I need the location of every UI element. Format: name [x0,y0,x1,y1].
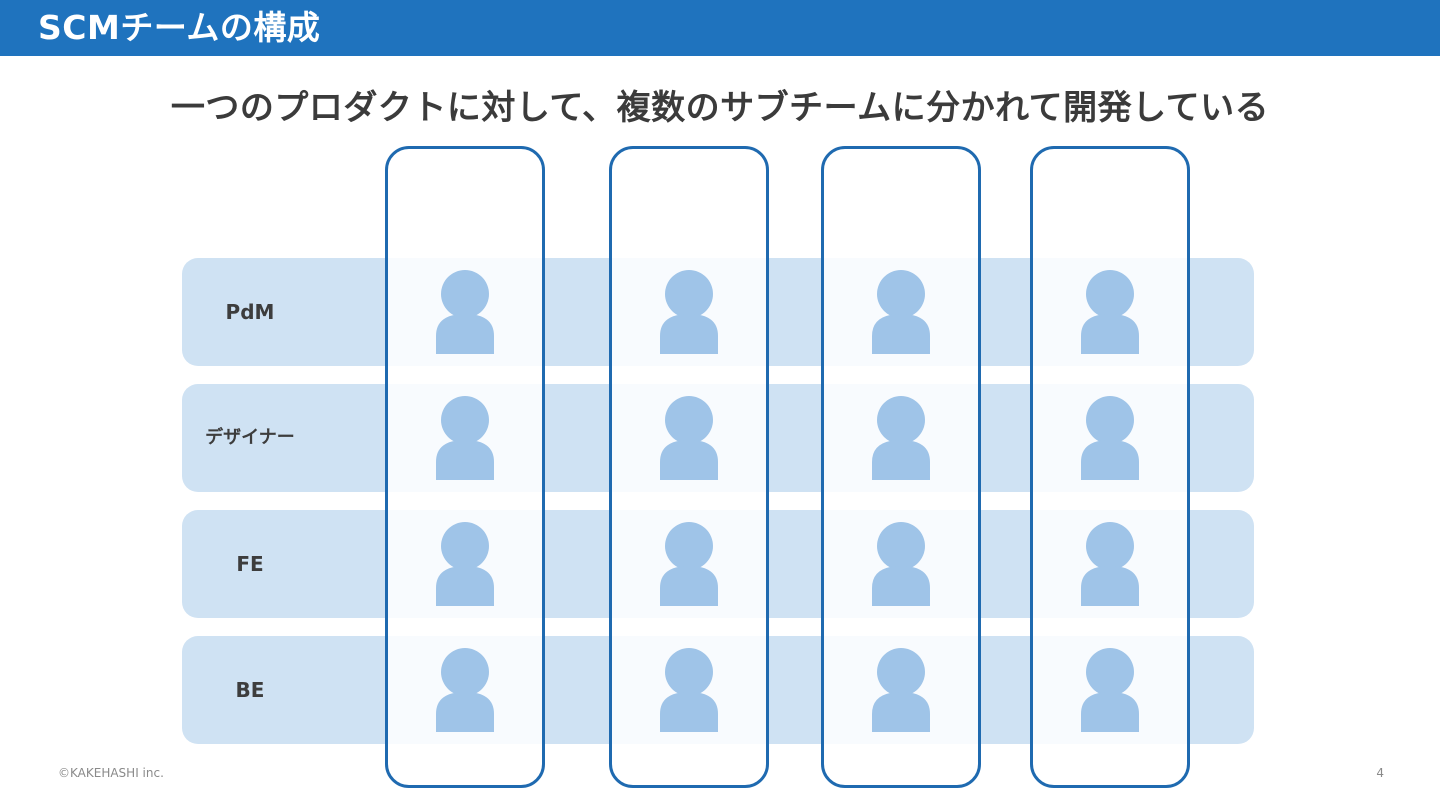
person-icon [660,396,718,480]
footer-copyright: ©KAKEHASHI inc. [58,766,164,780]
slide-title: SCMチームの構成 [38,8,321,47]
role-label: PdM [225,300,275,324]
person-icon [436,522,494,606]
sub-team-column [1030,146,1190,788]
person-icon [436,396,494,480]
person-icon [872,648,930,732]
person-icon [660,648,718,732]
person-icon [660,522,718,606]
role-label: BE [235,678,265,702]
person-icon [872,522,930,606]
person-icon [660,270,718,354]
sub-team-column [821,146,981,788]
person-icon [1081,396,1139,480]
person-icon [872,270,930,354]
person-icon [872,396,930,480]
person-icon [436,270,494,354]
role-label: FE [236,552,264,576]
person-icon [1081,648,1139,732]
sub-team-column [385,146,545,788]
person-icon [436,648,494,732]
slide-subtitle: 一つのプロダクトに対して、複数のサブチームに分かれて開発している [170,88,1270,128]
person-icon [1081,522,1139,606]
sub-team-column [609,146,769,788]
person-icon [1081,270,1139,354]
page-number: 4 [1376,766,1384,780]
header-bar [0,0,1440,56]
role-label: デザイナー [205,427,295,448]
